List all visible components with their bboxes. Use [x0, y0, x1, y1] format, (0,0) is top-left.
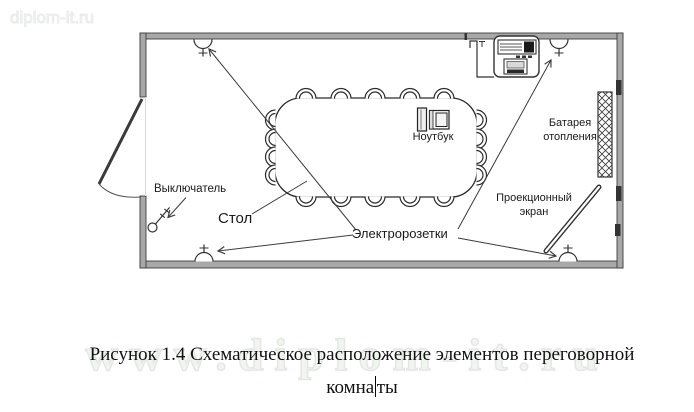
- label-table: Стол: [218, 210, 253, 227]
- caption-line1[interactable]: Рисунок 1.4 Схематическое расположение э…: [89, 344, 635, 365]
- chair-icon: [475, 146, 488, 168]
- chair-icon: [399, 87, 421, 100]
- light-switch-icon: [147, 207, 170, 233]
- label-screen-line2: экран: [519, 206, 549, 218]
- leader-line-switch: [167, 197, 187, 219]
- chair-icon: [264, 164, 277, 186]
- cable-line: [476, 48, 494, 78]
- chair-icon: [264, 146, 277, 168]
- label-laptop: Ноутбук: [412, 131, 454, 143]
- leader-line-table: [251, 180, 308, 215]
- projector-unit-icon: [469, 35, 540, 78]
- caption-line2-after: ты: [376, 377, 398, 398]
- wall-right: [616, 32, 624, 269]
- door-swing-arc: [98, 183, 142, 198]
- wall-mark: [616, 80, 622, 95]
- leader-line-outlet-top-right: [457, 58, 552, 230]
- wall-mark: [616, 186, 622, 201]
- label-radiator-line2: отопления: [543, 131, 597, 143]
- label-screen-line1: Проекционный: [496, 192, 572, 204]
- chair-icon: [295, 195, 317, 208]
- watermark-small: diplom-it.ru: [9, 8, 95, 28]
- laptop-icon: [416, 107, 450, 132]
- label-light-switch: Выключатель: [154, 183, 227, 195]
- chair-icon: [433, 195, 455, 208]
- chair-icon: [475, 164, 488, 186]
- caption-line2-before: комна: [326, 377, 375, 398]
- text-cursor: [374, 376, 377, 397]
- label-outlets: Электророзетки: [352, 226, 448, 241]
- figure-caption[interactable]: Рисунок 1.4 Схематическое расположение э…: [0, 344, 694, 399]
- chair-icon: [330, 87, 352, 100]
- label-radiator-line1: Батарея: [548, 117, 592, 129]
- watermark-large: www.diplom-it.ru: [84, 328, 609, 381]
- label-projection-screen: Проекционный экран: [494, 191, 574, 219]
- chair-icon: [475, 109, 488, 131]
- door-icon: [97, 97, 146, 198]
- chair-icon: [330, 195, 352, 208]
- leader-line-outlet-bottom-right: [457, 237, 558, 259]
- chair-icon: [364, 87, 386, 100]
- chair-icon: [264, 128, 277, 150]
- projection-screen-icon: [543, 184, 602, 254]
- wall-bracket-icon: [469, 40, 478, 48]
- label-radiator: Батарея отопления: [538, 116, 602, 144]
- leader-line-outlet-bottom-left: [216, 234, 354, 255]
- wall-left-upper: [139, 32, 147, 98]
- chair-icon: [475, 128, 488, 150]
- power-outlet-bottom-right-icon: [558, 243, 578, 263]
- wall-bracket-icon: [479, 41, 485, 47]
- wall-mark: [464, 33, 467, 40]
- wall-left-lower: [139, 195, 147, 269]
- leader-lines: [167, 48, 558, 259]
- chair-icon: [399, 195, 421, 208]
- power-outlet-top-right-icon: [549, 38, 569, 58]
- wall-mark: [615, 224, 621, 236]
- chair-icon: [295, 87, 317, 100]
- door-leaf: [97, 98, 144, 185]
- wall-top: [139, 32, 624, 40]
- power-outlet-bottom-left-icon: [194, 243, 214, 263]
- leader-line-outlet-top-left: [208, 48, 357, 231]
- chair-icon: [433, 87, 455, 100]
- wall-bottom: [139, 260, 624, 269]
- power-outlet-top-left-icon: [193, 38, 213, 58]
- room-walls: [139, 32, 624, 269]
- radiator-icon: [597, 91, 613, 178]
- chair-icon: [364, 195, 386, 208]
